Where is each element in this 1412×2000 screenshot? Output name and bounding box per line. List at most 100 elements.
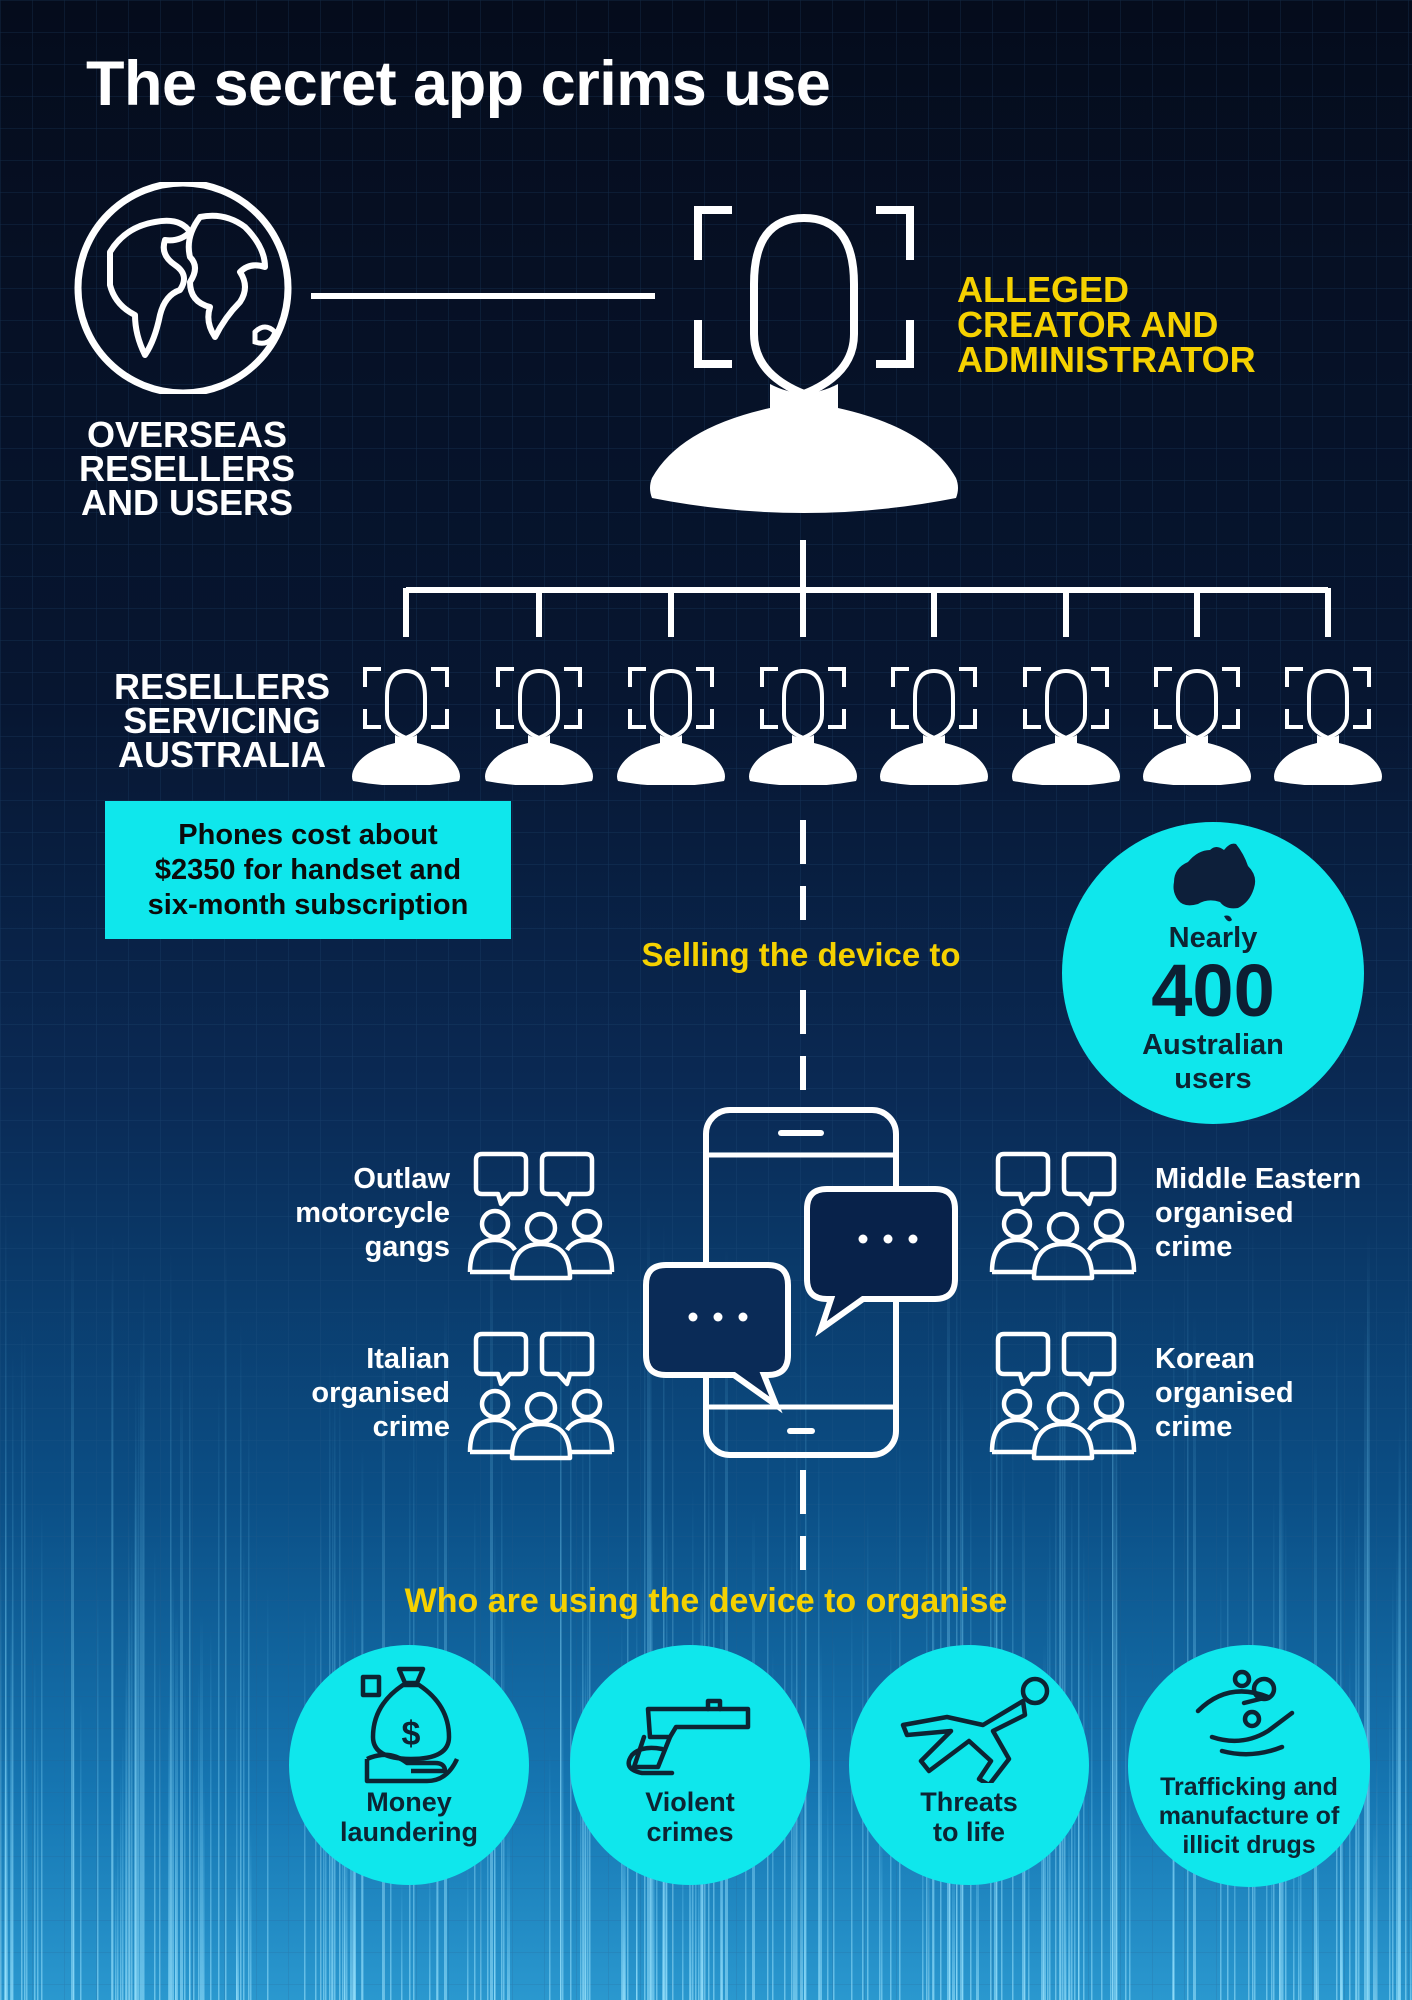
money-bag-icon: $	[360, 1666, 460, 1784]
background-streak	[5, 1720, 8, 2000]
background-streak	[1376, 1755, 1378, 2000]
background-streak	[41, 1504, 43, 2000]
background-streak	[248, 1408, 250, 2000]
background-streak	[793, 1673, 796, 2000]
background-streak	[698, 1843, 700, 2000]
background-streak	[467, 1860, 469, 2000]
background-streak	[24, 1329, 26, 2000]
background-streak	[115, 1865, 117, 2000]
background-streak	[1173, 1289, 1175, 2000]
background-streak	[1364, 1320, 1367, 2000]
background-streak	[120, 1765, 122, 2000]
background-streak	[71, 1222, 74, 2000]
globe-icon	[74, 182, 292, 394]
background-streak	[650, 1274, 652, 2000]
background-streak	[134, 1467, 136, 2000]
pills-hand-icon	[1195, 1669, 1295, 1757]
background-streak	[682, 1833, 684, 2000]
background-streak	[1396, 1545, 1399, 2000]
background-streak	[10, 1628, 12, 2000]
background-streak	[117, 1832, 119, 2000]
background-streak	[583, 1661, 586, 2000]
background-streak	[0, 1538, 2, 2000]
background-streak	[1068, 1812, 1070, 2000]
background-streak	[1101, 1394, 1103, 2000]
background-streak	[879, 1701, 881, 2000]
reseller-face-scan-icon	[748, 665, 858, 790]
chat-group-people-icon	[466, 1330, 616, 1470]
background-streak	[346, 1794, 348, 2000]
background-streak	[1091, 1633, 1093, 2000]
background-streak	[1300, 1762, 1302, 2000]
background-streak	[210, 1627, 212, 2000]
svg-text:$: $	[402, 1715, 421, 1753]
background-streak	[225, 1235, 227, 2000]
background-streak	[122, 1732, 124, 2000]
administrator-face-scan-icon	[650, 206, 958, 513]
background-streak	[1271, 1806, 1273, 2000]
background-streak	[200, 1615, 203, 2000]
creator-label: ALLEGED CREATOR AND ADMINISTRATOR	[957, 269, 1256, 380]
background-streak	[663, 1219, 665, 2000]
background-streak	[236, 1687, 238, 2000]
background-streak	[1062, 1245, 1064, 2000]
reseller-tree-connector	[403, 540, 1331, 637]
reseller-face-scan-icon	[879, 665, 989, 790]
background-streak	[243, 1537, 245, 2000]
connector-line	[311, 293, 655, 299]
background-streak	[653, 1770, 655, 2000]
reseller-face-scan-icon	[351, 665, 461, 790]
background-streak	[154, 1545, 156, 2000]
background-streak	[881, 1819, 883, 2000]
background-streak	[12, 1350, 14, 2000]
background-streak	[804, 1675, 806, 2000]
background-streak	[1399, 1418, 1401, 2000]
users-stat-circle: Nearly 400 Australian users	[1062, 822, 1364, 1124]
body-outline-icon	[900, 1676, 1050, 1783]
background-streak	[1129, 1786, 1131, 2000]
background-streak	[1367, 1254, 1369, 2000]
background-streak	[37, 1731, 39, 2000]
background-streak	[1252, 1216, 1254, 2000]
background-streak	[26, 1752, 28, 2000]
background-streak	[507, 1825, 510, 2000]
background-streak	[582, 1403, 584, 2000]
background-streak	[1112, 1186, 1114, 2000]
background-streak	[175, 1797, 177, 2000]
phone-cost-box: Phones cost about $2350 for handset and …	[105, 801, 511, 939]
background-streak	[143, 1268, 145, 2000]
background-streak	[580, 1680, 582, 2000]
background-streak	[818, 1430, 820, 2000]
resellers-label: RESELLERS SERVICING AUSTRALIA	[113, 666, 331, 775]
background-streak	[97, 1586, 99, 2000]
background-streak	[1392, 1568, 1394, 2000]
background-streak	[1293, 1797, 1295, 2000]
background-streak	[1341, 1878, 1343, 2000]
reseller-face-scan-icon	[1273, 665, 1383, 790]
background-streak	[189, 1308, 191, 2000]
background-streak	[131, 1533, 133, 2000]
background-streak	[267, 1586, 269, 2000]
background-streak	[128, 1516, 130, 2000]
smartphone-chat-icon	[643, 1107, 958, 1458]
background-streak	[1373, 1821, 1376, 2000]
background-streak	[1074, 1733, 1076, 2000]
background-streak	[805, 1240, 807, 2000]
background-streak	[169, 1662, 171, 2000]
organise-label: Who are using the device to organise	[404, 1582, 1008, 1620]
background-streak	[627, 1262, 629, 2000]
background-streak	[487, 1717, 489, 2000]
background-streak	[1410, 1870, 1412, 2000]
background-streak	[1316, 1856, 1319, 2000]
background-streak	[401, 1879, 403, 2000]
background-streak	[80, 1700, 82, 2000]
background-streak	[140, 1334, 143, 2000]
background-streak	[1172, 1755, 1174, 2000]
background-streak	[796, 1385, 798, 2000]
background-streak	[198, 1672, 200, 2000]
